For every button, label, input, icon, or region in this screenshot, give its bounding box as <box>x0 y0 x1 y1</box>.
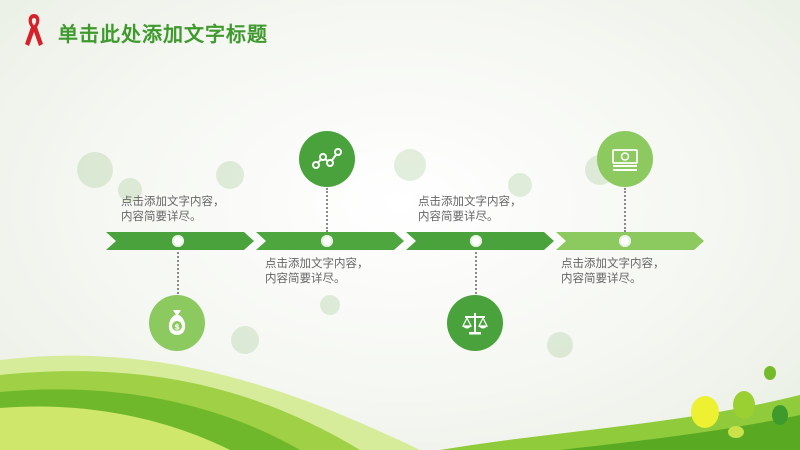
connector-3 <box>475 252 477 294</box>
scale-balance-icon <box>462 313 488 335</box>
milestone-2-icon-circle[interactable] <box>299 131 355 187</box>
milestone-3-text[interactable]: 点击添加文字内容， 内容简要详尽。 <box>418 194 568 224</box>
milestone-3-line1: 点击添加文字内容， <box>418 194 522 208</box>
milestone-4-text[interactable]: 点击添加文字内容， 内容简要详尽。 <box>561 256 711 286</box>
milestone-4-icon-circle[interactable] <box>597 131 653 187</box>
timeline-dot-1 <box>172 235 184 247</box>
milestone-1-line1: 点击添加文字内容， <box>121 194 225 208</box>
svg-text:$: $ <box>174 323 180 332</box>
red-ribbon-icon <box>25 14 43 46</box>
milestone-3-line2: 内容简要详尽。 <box>418 209 499 223</box>
milestone-1-text[interactable]: 点击添加文字内容， 内容简要详尽。 <box>121 194 271 224</box>
milestone-3-icon-circle[interactable] <box>447 295 503 351</box>
chart-line-icon <box>312 148 342 169</box>
timeline-dot-3 <box>470 235 482 247</box>
milestone-2-line2: 内容简要详尽。 <box>265 271 346 285</box>
connector-4 <box>624 188 626 232</box>
connector-2 <box>326 188 328 232</box>
milestone-1-line2: 内容简要详尽。 <box>121 209 202 223</box>
milestone-4-line2: 内容简要详尽。 <box>561 271 642 285</box>
milestone-4-line1: 点击添加文字内容， <box>561 256 665 270</box>
money-bag-icon: $ <box>168 310 186 335</box>
timeline-dot-2 <box>321 235 333 247</box>
milestone-1-icon-circle[interactable]: $ <box>149 295 205 351</box>
milestone-2-text[interactable]: 点击添加文字内容， 内容简要详尽。 <box>265 256 415 286</box>
timeline-dot-4 <box>619 235 631 247</box>
slide-title[interactable]: 单击此处添加文字标题 <box>58 22 268 46</box>
connector-1 <box>177 252 179 294</box>
milestone-2-line1: 点击添加文字内容， <box>265 256 369 270</box>
cash-stack-icon <box>612 149 638 171</box>
